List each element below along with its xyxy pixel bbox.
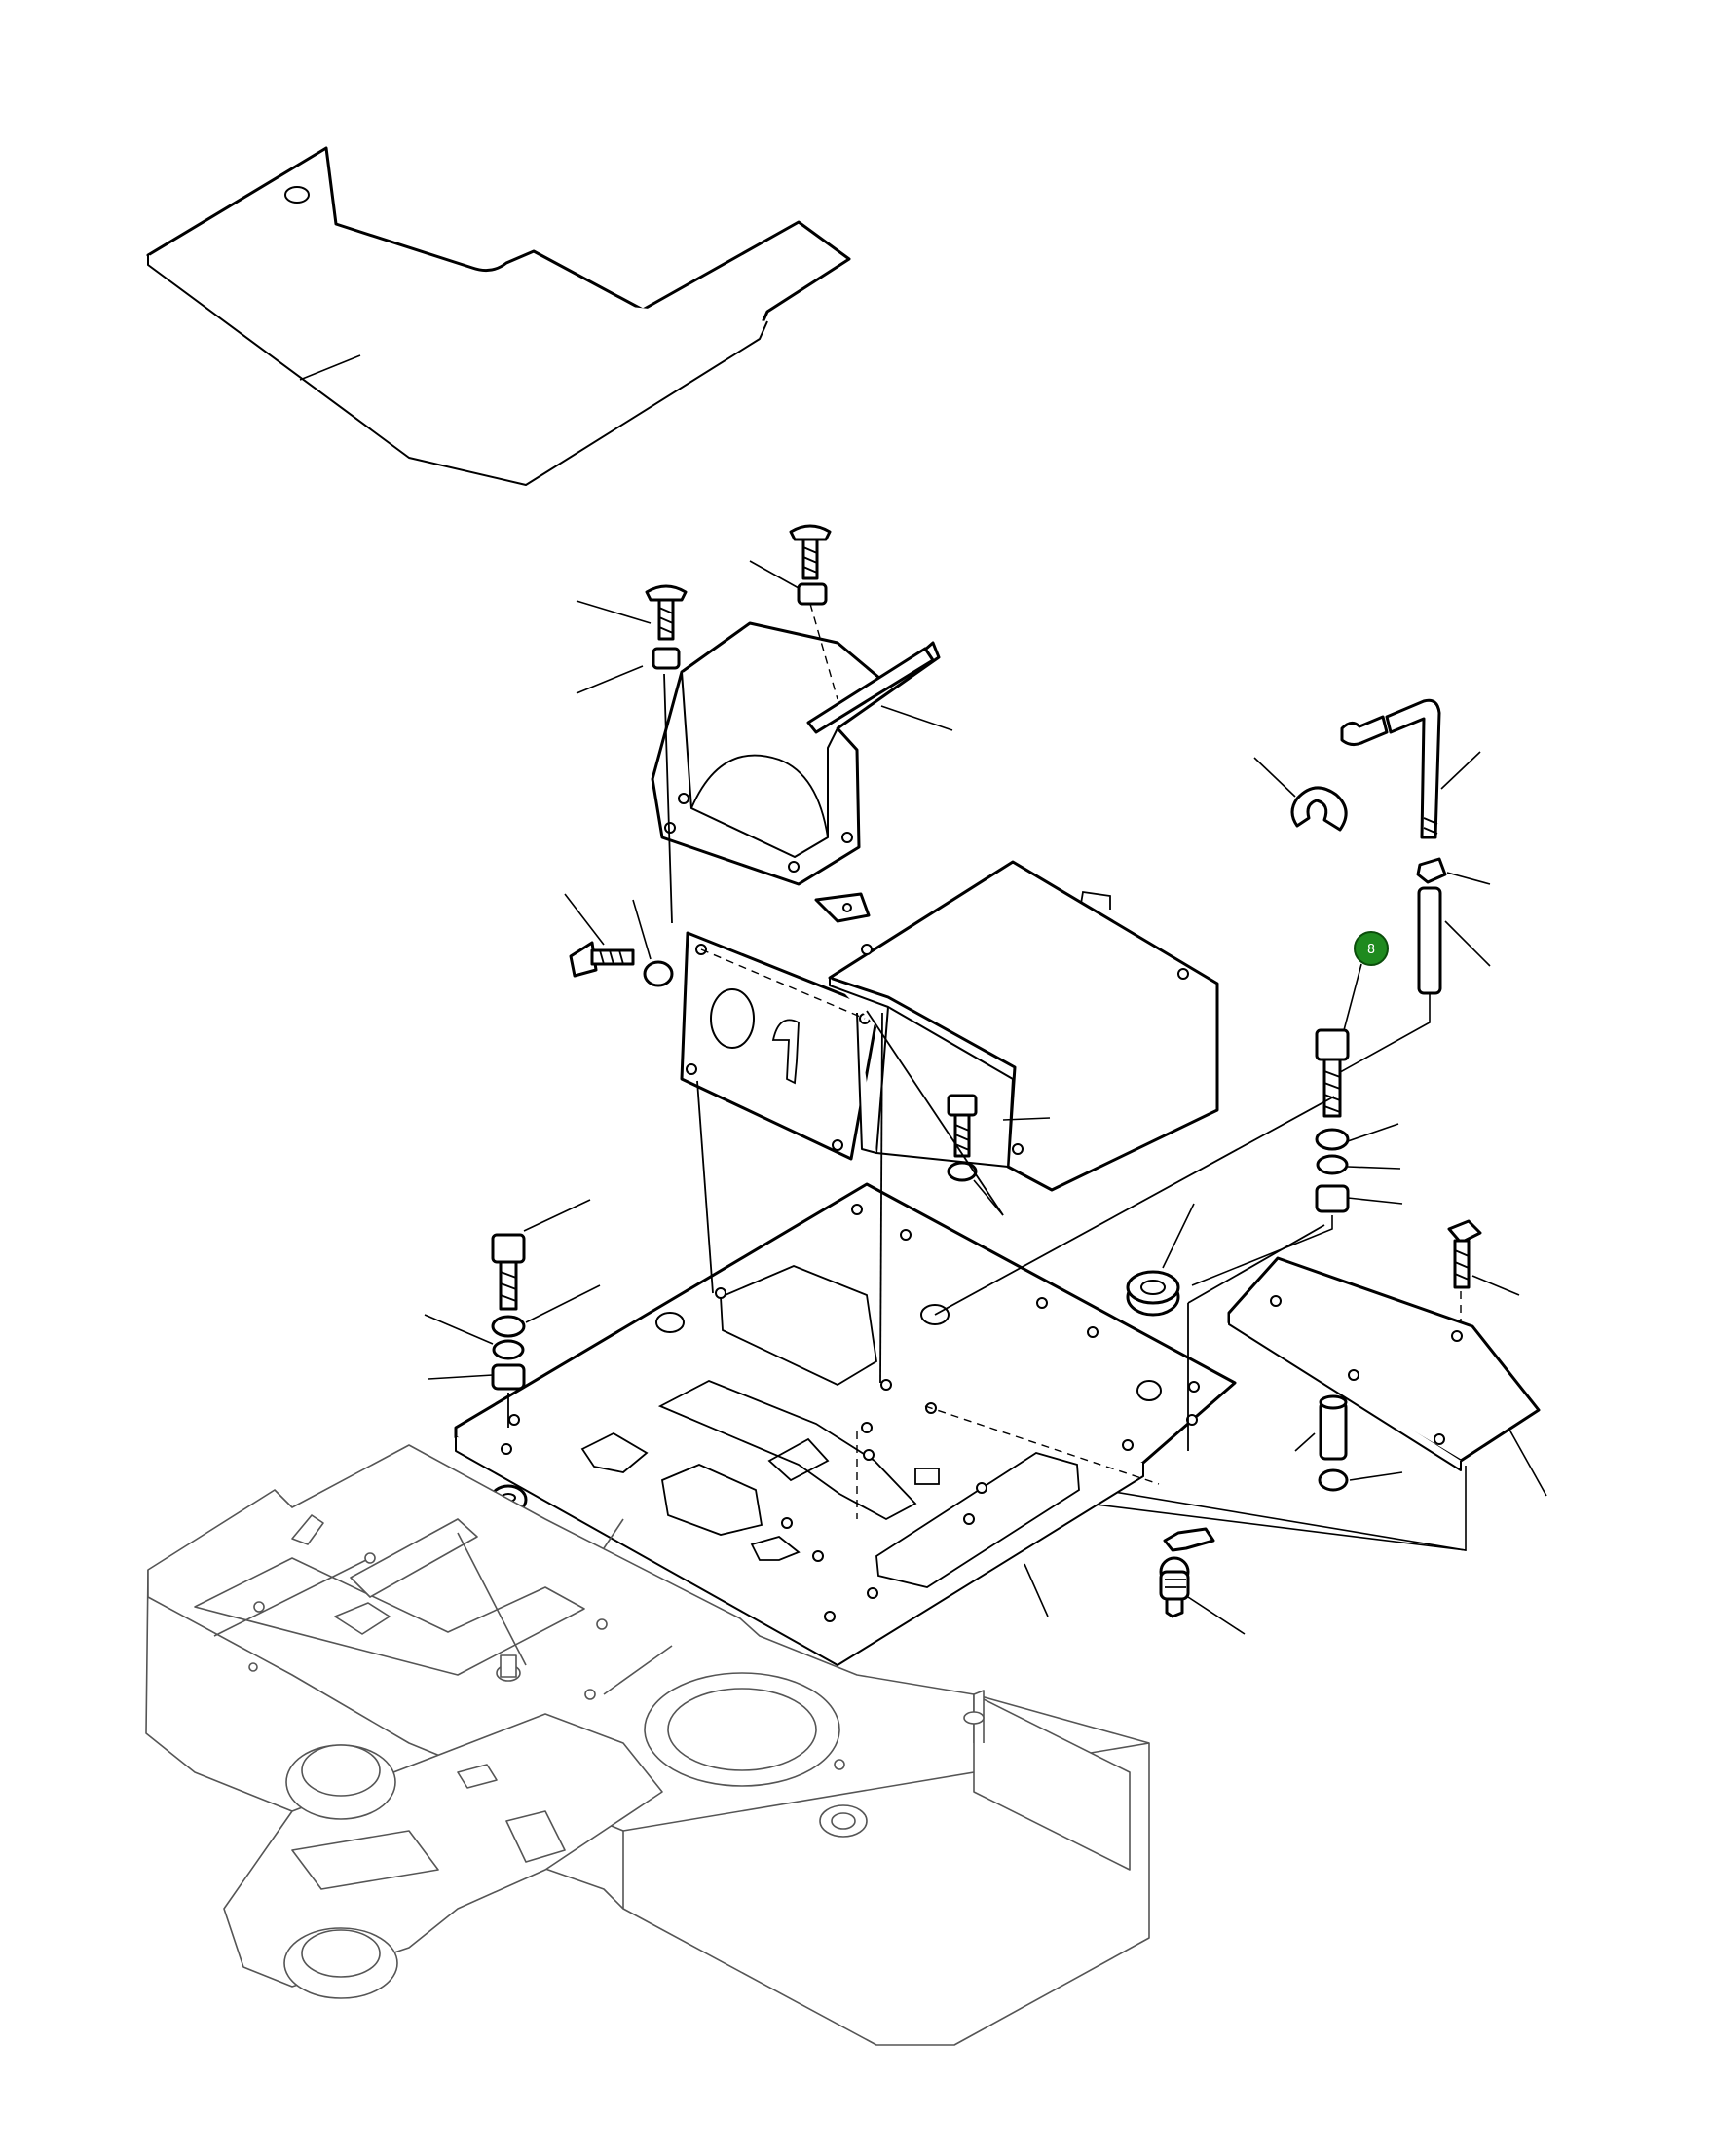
screw-top-left <box>576 584 688 694</box>
bolt-left-stack <box>424 1199 601 1428</box>
assembly-lines <box>663 673 1335 1519</box>
bolt-right-stack <box>1191 1028 1403 1286</box>
lever-rod <box>1340 698 1481 839</box>
bracket-clip <box>814 892 871 923</box>
bolt-left-middle <box>564 893 674 987</box>
base-plate <box>454 1182 1237 1666</box>
callout-8[interactable]: 8 <box>1343 931 1389 1031</box>
lock <box>1159 1527 1246 1635</box>
grommet <box>1126 1203 1195 1317</box>
side-cover-panel <box>1227 1256 1547 1497</box>
control-box <box>828 860 1219 1192</box>
lever-nut <box>1416 857 1491 885</box>
lever-clip <box>1253 757 1348 832</box>
bolt-side-panel <box>1447 1219 1520 1324</box>
bolt-box <box>947 1094 1004 1216</box>
lever-spacer <box>1323 886 1491 1082</box>
machine-frame <box>145 1444 1150 2046</box>
screw-top-right <box>749 524 832 606</box>
floor-mat <box>146 146 851 486</box>
front-plate <box>680 931 880 1161</box>
svg-text:8: 8 <box>1367 943 1375 957</box>
console-cover <box>651 603 953 886</box>
